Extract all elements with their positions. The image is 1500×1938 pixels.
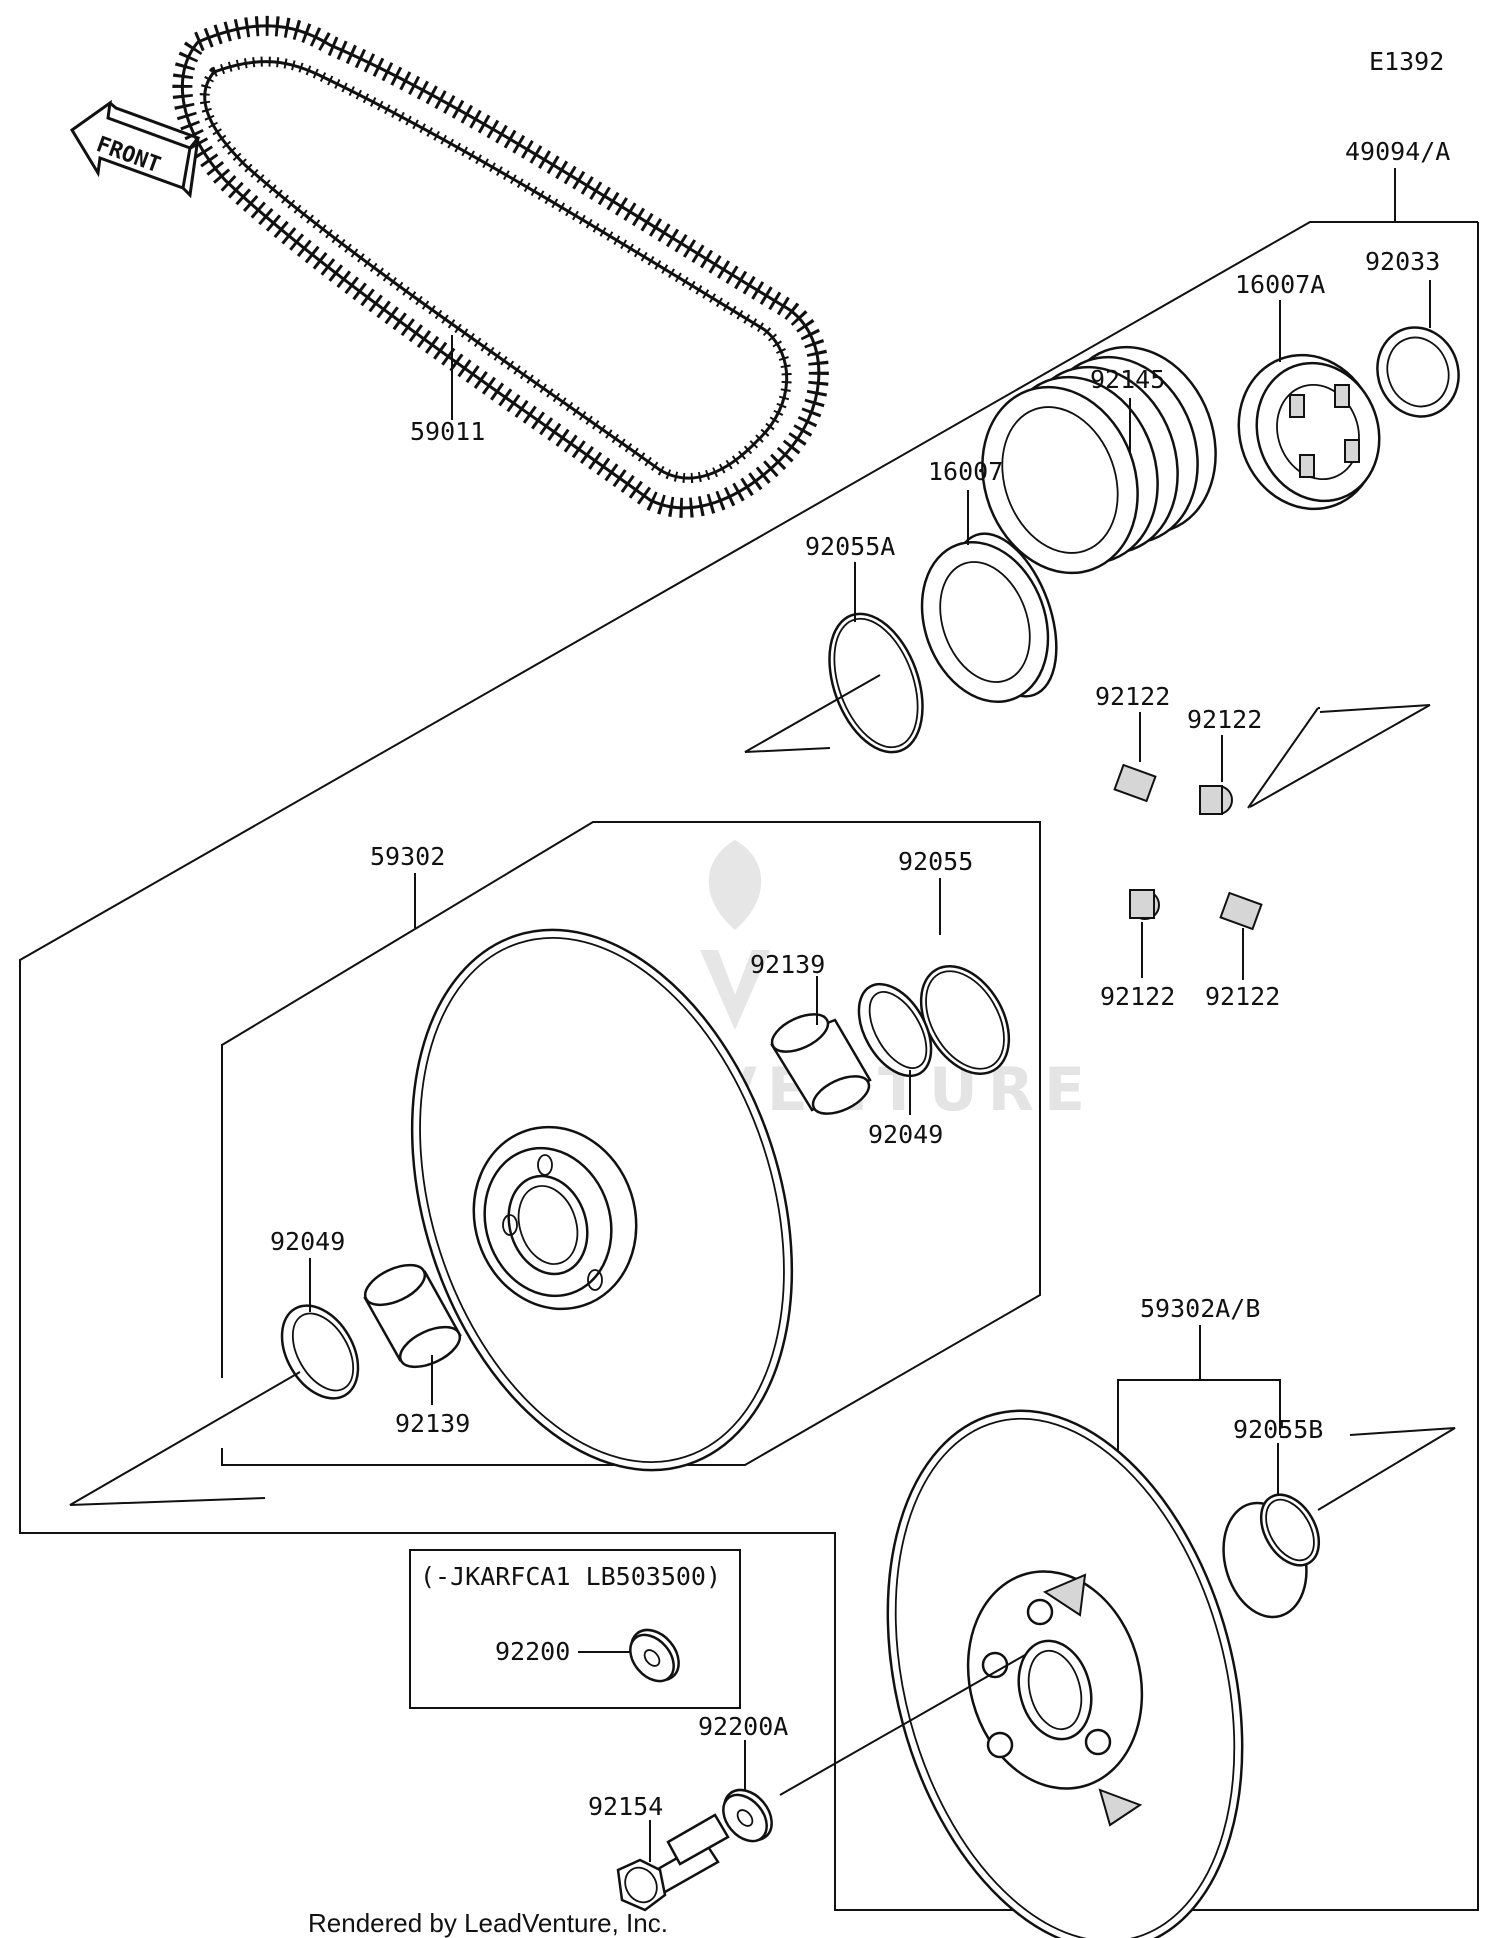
part-92139-bushing-upper (770, 1013, 872, 1115)
part-92049-seal-lower (280, 1304, 360, 1400)
label-92122-4: 92122 (1205, 982, 1280, 1011)
label-92139-upper: 92139 (750, 950, 825, 979)
part-92154-bolt (616, 1813, 730, 1912)
label-92122-2: 92122 (1187, 705, 1262, 734)
label-92049-lower: 92049 (270, 1227, 345, 1256)
part-59302AB-fixed-sheave (886, 1409, 1308, 1938)
label-92055A: 92055A (805, 532, 895, 561)
label-16007: 16007 (928, 457, 1003, 486)
label-92154: 92154 (588, 1792, 663, 1821)
label-92200: 92200 (495, 1637, 570, 1666)
part-92122-roller-4 (1219, 891, 1263, 931)
label-59011: 59011 (410, 417, 485, 446)
label-49094A: 49094/A (1345, 137, 1450, 166)
label-92122-1: 92122 (1095, 682, 1170, 711)
label-92033: 92033 (1365, 247, 1440, 276)
part-92033-circlip (1376, 326, 1460, 418)
part-92055B-oring (1259, 1493, 1321, 1567)
part-92055A-oring (828, 612, 924, 754)
label-92055B: 92055B (1233, 1415, 1323, 1444)
label-92055: 92055 (898, 847, 973, 876)
footer-credit: Rendered by LeadVenture, Inc. (308, 1908, 668, 1938)
part-92200A-washer (722, 1788, 773, 1843)
drive-belt (172, 15, 829, 518)
part-16007A-plate (1237, 353, 1381, 511)
label-92049-upper: 92049 (868, 1120, 943, 1149)
label-92145: 92145 (1090, 365, 1165, 394)
label-59302AB: 59302A/B (1140, 1294, 1260, 1323)
label-92122-3: 92122 (1100, 982, 1175, 1011)
label-16007A: 16007A (1235, 270, 1325, 299)
part-92055-oring (919, 965, 1011, 1075)
part-92145-spring (981, 345, 1217, 575)
part-59302-movable-sheave (410, 928, 794, 1472)
part-16007-cam (920, 532, 1058, 703)
label-92139-lower: 92139 (395, 1409, 470, 1438)
part-92139-bushing-lower (363, 1263, 462, 1369)
diagram-code: E1392 (1369, 47, 1444, 76)
part-92122-roller-2 (1199, 785, 1233, 815)
part-92200-washer (629, 1628, 680, 1683)
label-92200A: 92200A (698, 1712, 788, 1741)
serial-note: (-JKARFCA1 LB503500) (420, 1562, 721, 1591)
label-59302: 59302 (370, 842, 445, 871)
part-92122-roller-1 (1113, 763, 1157, 803)
part-92049-seal-upper (857, 982, 933, 1078)
part-92122-roller-3 (1129, 889, 1160, 920)
